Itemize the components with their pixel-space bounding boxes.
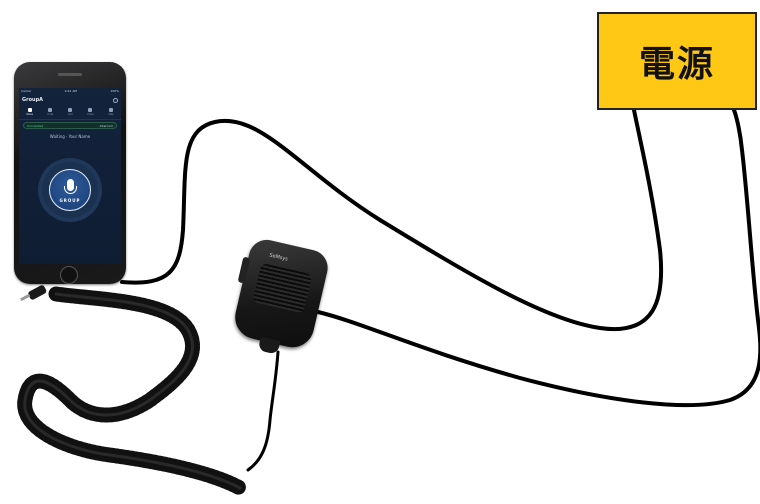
- settings-icon[interactable]: [113, 98, 118, 103]
- connection-status: Connected: [27, 124, 43, 128]
- ptt-label: GROUP: [50, 198, 90, 203]
- home-button[interactable]: [60, 266, 78, 284]
- mic-icon: [28, 108, 32, 112]
- location-icon: [109, 108, 113, 112]
- cable-speakermic-to-power: [318, 110, 760, 405]
- ptt-ring: GROUP: [42, 162, 98, 218]
- phone-icon: [68, 108, 72, 112]
- connection-bar[interactable]: Connected Intercom: [23, 122, 117, 129]
- phone-earpiece: [58, 73, 82, 76]
- tab-video[interactable]: Video: [87, 108, 94, 116]
- smartphone: Carrier 9:41 AM 100% GroupA Voice Chat C…: [14, 62, 126, 284]
- connection-mode: Intercom: [100, 124, 113, 128]
- waiting-text: Waiting · Your Name: [19, 134, 121, 139]
- status-battery: 100%: [110, 89, 119, 95]
- audio-plug: [20, 284, 47, 301]
- coiled-cord: [25, 294, 240, 488]
- chat-icon: [48, 108, 52, 112]
- app-header: GroupA: [22, 96, 118, 104]
- phone-screen: Carrier 9:41 AM 100% GroupA Voice Chat C…: [19, 88, 121, 264]
- app-tabs: Voice Chat Call Video Map: [19, 105, 121, 120]
- power-supply-box: 電源: [597, 12, 757, 110]
- tab-chat[interactable]: Chat: [47, 108, 53, 116]
- status-time: 9:41 AM: [65, 89, 77, 95]
- speaker-grille: [253, 263, 313, 314]
- video-icon: [88, 108, 92, 112]
- status-carrier: Carrier: [21, 89, 31, 95]
- tab-map[interactable]: Map: [108, 108, 113, 116]
- brand-logo: SeMsys: [269, 252, 289, 262]
- group-selector[interactable]: GroupA: [22, 97, 43, 103]
- tab-call[interactable]: Call: [68, 108, 73, 116]
- tab-voice[interactable]: Voice: [26, 108, 33, 116]
- speakermic-lead: [248, 352, 278, 470]
- cable-phone-to-power: [122, 110, 661, 329]
- push-to-talk-button[interactable]: GROUP: [49, 169, 91, 211]
- status-bar: Carrier 9:41 AM 100%: [21, 89, 119, 95]
- microphone-stand-icon: [64, 186, 77, 194]
- power-label: 電源: [639, 35, 715, 87]
